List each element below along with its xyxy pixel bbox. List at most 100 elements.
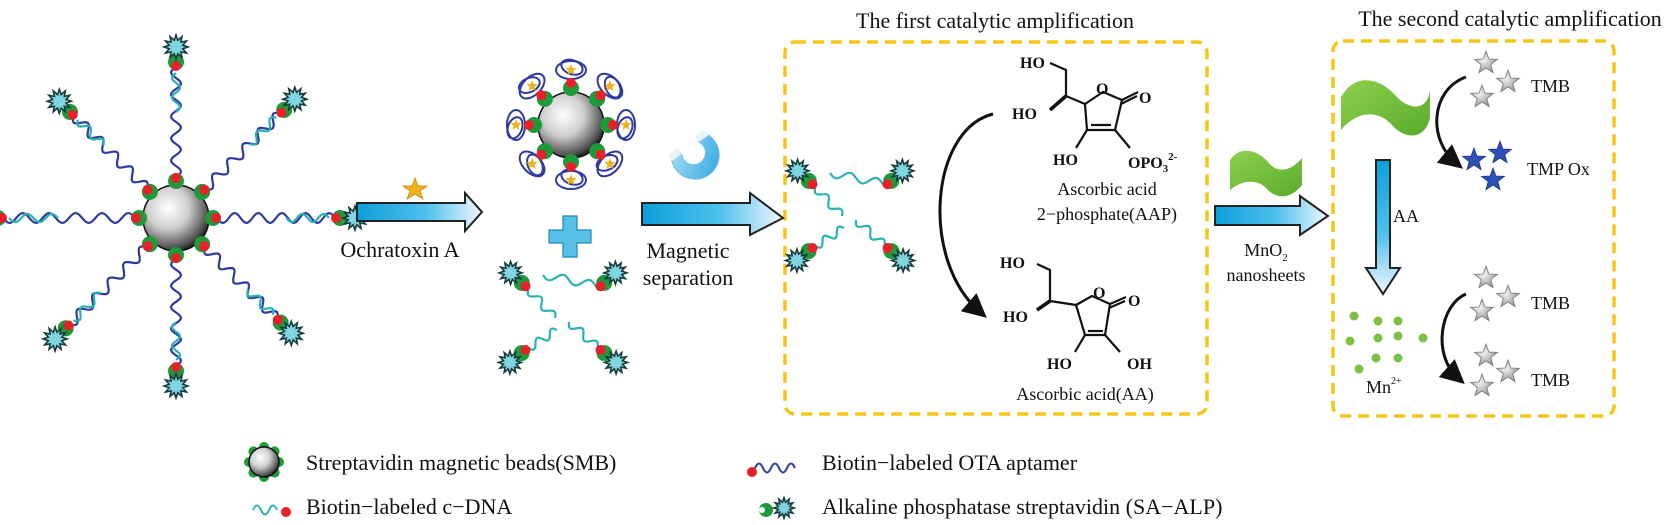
alp-enzyme-icon bbox=[496, 259, 525, 287]
tmb-star-icon bbox=[1495, 358, 1521, 383]
smb-bead-icon bbox=[244, 442, 284, 482]
tmb-lower1-label: TMB bbox=[1531, 293, 1570, 313]
mn-ion-dot bbox=[1349, 311, 1359, 321]
alp-enzyme-icon bbox=[161, 371, 191, 401]
mn-ion-dot bbox=[1418, 333, 1428, 343]
aa-down-arrow bbox=[1364, 159, 1402, 296]
cdna-strand bbox=[170, 321, 182, 361]
biotin-icon bbox=[331, 213, 341, 223]
ota-aptamer-strand bbox=[69, 245, 148, 327]
ota-star-icon bbox=[401, 176, 429, 200]
biotin-icon bbox=[63, 320, 74, 331]
ota-aptamer-strand bbox=[204, 111, 281, 191]
alp-enzyme-icon bbox=[40, 324, 70, 354]
tmb-stars-top bbox=[1469, 49, 1521, 108]
step1-arrow bbox=[356, 190, 484, 234]
cdna-strand bbox=[285, 212, 330, 224]
second-amplification-title: The second catalytic amplification bbox=[1358, 6, 1662, 31]
tmb-ox-stars bbox=[1461, 139, 1513, 191]
cdna-strand bbox=[854, 219, 887, 252]
biotin-icon bbox=[131, 213, 141, 223]
aa-ring-o: O bbox=[1093, 285, 1105, 302]
biotin-icon bbox=[276, 107, 287, 118]
smb-aptamer-complex bbox=[0, 32, 370, 401]
legend-label-aptamer: Biotin−labeled OTA aptamer bbox=[822, 450, 1078, 475]
tmb-lower2-label: TMB bbox=[1531, 370, 1570, 390]
sa-alp-icon bbox=[759, 495, 797, 521]
aa-bottom-ho: HO bbox=[1047, 356, 1072, 373]
biotin-icon bbox=[142, 184, 153, 195]
alp-enzyme-icon bbox=[602, 348, 630, 377]
step3-label-line1: MnO2 bbox=[1244, 240, 1288, 264]
cdna-strand bbox=[246, 289, 275, 316]
biotin-icon bbox=[882, 179, 893, 190]
tmb-star-icon bbox=[1473, 49, 1499, 74]
step2-label-line1: Magnetic bbox=[646, 238, 729, 263]
step1-label: Ochratoxin A bbox=[340, 237, 459, 262]
alp-enzyme-icon bbox=[44, 86, 74, 116]
biotin-icon bbox=[520, 345, 531, 355]
biotin-icon bbox=[536, 90, 547, 101]
smb-ota-bound-complex bbox=[506, 58, 636, 190]
tmb-star-icon bbox=[1495, 283, 1521, 308]
biotin-icon bbox=[566, 162, 576, 172]
alp-enzyme-icon bbox=[771, 495, 797, 521]
legend-label-cdna: Biotin−labeled c−DNA bbox=[306, 494, 512, 519]
biotin-icon bbox=[171, 362, 181, 372]
tmp-ox-label: TMP Ox bbox=[1527, 159, 1590, 179]
folded-aptamer bbox=[526, 153, 544, 177]
biotin-icon bbox=[595, 149, 606, 160]
biotin-icon bbox=[211, 213, 221, 223]
tmb-ox-star-icon bbox=[1461, 146, 1487, 171]
step3-arrow bbox=[1214, 194, 1330, 237]
folded-aptamer bbox=[603, 75, 622, 99]
alp-enzyme-icon bbox=[783, 157, 812, 185]
aa-name: Ascorbic acid(AA) bbox=[1016, 384, 1153, 405]
alp-enzyme-icon bbox=[496, 348, 524, 377]
aa-carbonyl-o: O bbox=[1128, 293, 1140, 310]
mn-ion-dot bbox=[1354, 364, 1364, 374]
ota-aptamer-icon bbox=[747, 462, 796, 477]
step2-label-line2: separation bbox=[643, 265, 733, 290]
step3-label-line2: nanosheets bbox=[1227, 265, 1306, 285]
streptavidin-icon bbox=[759, 503, 773, 517]
folded-aptamer bbox=[616, 116, 634, 140]
cdna-strand bbox=[249, 116, 277, 146]
first-amplification-title: The first catalytic amplification bbox=[856, 8, 1134, 33]
ota-star-icon bbox=[604, 80, 616, 91]
tmb-noreaction-arrow bbox=[1438, 292, 1467, 384]
tmb-star-icon bbox=[1469, 83, 1495, 108]
magnet-icon bbox=[668, 129, 720, 180]
biotin-icon bbox=[536, 149, 547, 160]
aa-mid-ho: HO bbox=[1003, 309, 1028, 326]
biotin-icon bbox=[171, 173, 181, 183]
tmb-star-icon bbox=[1495, 68, 1521, 93]
tmb-star-icon bbox=[1469, 372, 1495, 397]
ota-star-icon bbox=[526, 157, 538, 169]
tmb-star-icon bbox=[1473, 342, 1499, 367]
tmb-stars-lower-2 bbox=[1469, 342, 1521, 397]
aap-ring-o: O bbox=[1096, 81, 1108, 98]
mn-ion-dot bbox=[1393, 331, 1403, 341]
aa-bottom-oh: OH bbox=[1127, 356, 1152, 373]
folded-aptamer bbox=[517, 76, 541, 94]
cdna-strand bbox=[526, 283, 557, 319]
alp-enzyme-icon bbox=[888, 157, 917, 185]
ota-aptamer-strand bbox=[203, 246, 279, 320]
mn-ion-dot bbox=[1373, 316, 1383, 326]
cdna-strand bbox=[8, 212, 59, 224]
biotin-icon bbox=[67, 109, 78, 120]
biotin-icon bbox=[595, 345, 606, 355]
tmb-star-icon bbox=[1473, 264, 1499, 289]
biotin-icon bbox=[524, 120, 534, 130]
magnetic-bead-icon bbox=[248, 446, 280, 478]
aap-name-line1: Ascorbic acid bbox=[1057, 179, 1156, 199]
ota-star-icon bbox=[510, 119, 522, 130]
biotin-icon bbox=[882, 243, 893, 253]
aap-bottom-ho: HO bbox=[1053, 152, 1078, 169]
aap-name-line2: 2−phosphate(AAP) bbox=[1037, 204, 1177, 225]
legend: Streptavidin magnetic beads(SMB) Biotin−… bbox=[244, 442, 1222, 521]
cdna-icon bbox=[252, 504, 291, 517]
cdna-strand bbox=[73, 291, 102, 322]
plus-icon bbox=[548, 215, 592, 258]
